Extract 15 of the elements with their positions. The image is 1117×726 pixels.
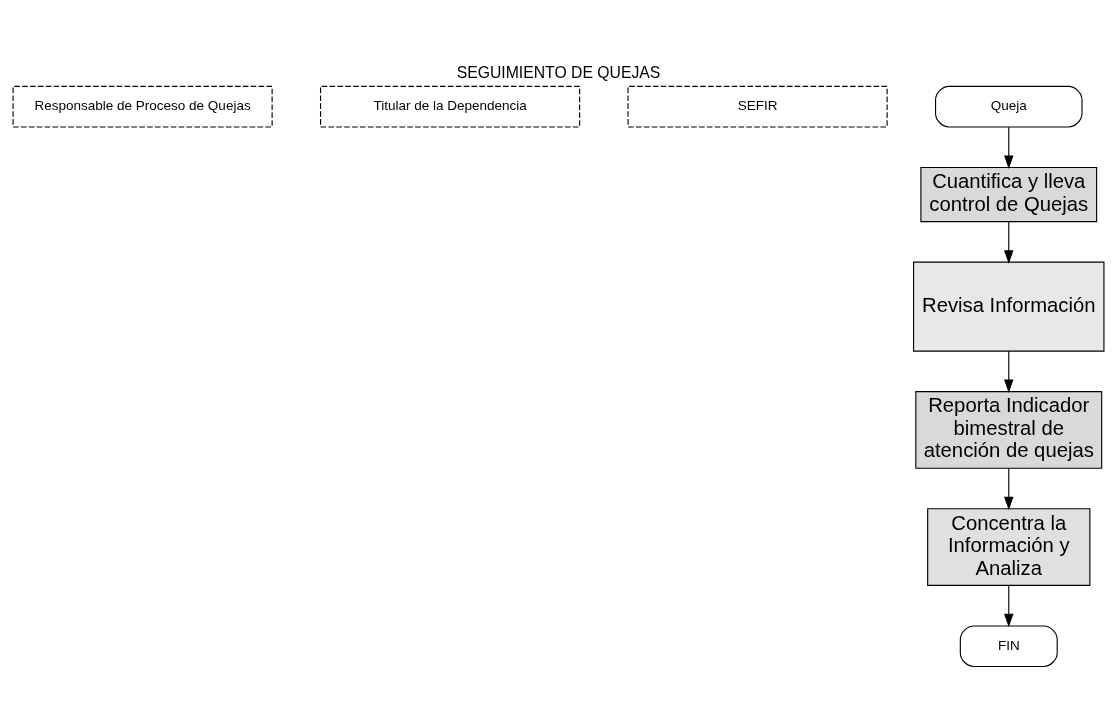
diagram-title: SEGUIMIENTO DE QUEJAS <box>456 63 661 81</box>
arrow <box>1004 584 1014 627</box>
node-box: Titular de la Dependencia <box>320 85 581 128</box>
arrow <box>1004 350 1014 393</box>
arrow <box>1004 126 1014 169</box>
node-box: Concentra la Información y Analiza <box>927 507 1091 586</box>
node-box: FIN <box>959 624 1058 667</box>
arrow <box>1004 467 1014 510</box>
node-box: Cuantifica y lleva control de Quejas <box>920 166 1098 222</box>
node-box: Revisa Información <box>913 261 1105 352</box>
node-box: Queja <box>935 85 1083 128</box>
node-box: Responsable de Proceso de Quejas <box>12 85 273 128</box>
arrow <box>1004 220 1014 264</box>
node-box: Reporta Indicador bimestral de atención de quejas <box>915 390 1103 469</box>
node-box: SEFIR <box>627 85 888 128</box>
